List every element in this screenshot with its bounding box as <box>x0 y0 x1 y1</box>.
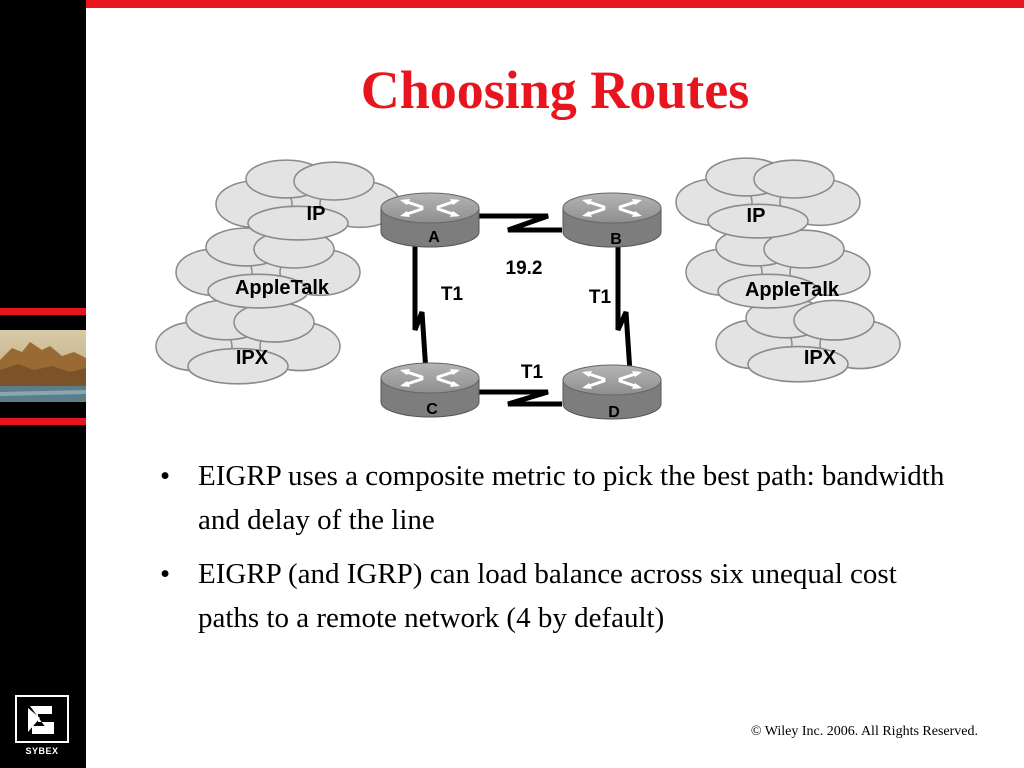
bullet-text: EIGRP uses a composite metric to pick th… <box>198 460 945 536</box>
cloud-ipx-left <box>155 299 341 385</box>
cloud-label-appletalk-right: AppleTalk <box>745 279 840 301</box>
bullet-text: EIGRP (and IGRP) can load balance across… <box>198 558 897 634</box>
network-diagram: IP AppleTalk IPX IP AppleTalk IPX 19.2 T… <box>155 157 901 421</box>
bullet-symbol: • <box>160 460 171 492</box>
left-sidebar-strip: SYBEX <box>0 0 86 768</box>
router-b: B <box>561 191 663 249</box>
router-label-c: C <box>426 401 438 418</box>
bullet-item: • EIGRP uses a composite metric to pick … <box>160 454 960 542</box>
link-a-c <box>412 246 429 373</box>
router-c: C <box>379 361 481 419</box>
link-a-b <box>478 213 562 233</box>
logo-text: SYBEX <box>25 746 59 756</box>
router-label-a: A <box>428 229 440 246</box>
copyright-notice: © Wiley Inc. 2006. All Rights Reserved. <box>750 724 978 739</box>
bullet-symbol: • <box>160 558 171 590</box>
link-label-b-d: T1 <box>589 287 612 308</box>
cloud-label-appletalk-left: AppleTalk <box>235 277 330 299</box>
red-band-upper <box>0 308 86 315</box>
router-a: A <box>379 191 481 249</box>
cloud-label-ipx-left: IPX <box>236 347 269 369</box>
link-b-d <box>615 246 633 373</box>
link-c-d <box>478 389 562 407</box>
bullet-item: • EIGRP (and IGRP) can load balance acro… <box>160 552 960 640</box>
bullet-list: • EIGRP uses a composite metric to pick … <box>160 454 960 650</box>
cloud-ip-right <box>675 157 861 239</box>
sidebar-photo <box>0 330 86 402</box>
link-label-a-b: 19.2 <box>506 258 543 279</box>
link-label-a-c: T1 <box>441 284 464 305</box>
router-label-b: B <box>610 231 622 248</box>
top-accent-bar <box>0 0 1024 8</box>
red-band-lower <box>0 418 86 425</box>
sybex-logo: SYBEX <box>14 694 70 762</box>
slide-title: Choosing Routes <box>360 60 750 120</box>
link-label-c-d: T1 <box>521 362 544 383</box>
cloud-label-ip-right: IP <box>747 205 766 227</box>
cloud-label-ipx-right: IPX <box>804 347 837 369</box>
router-label-d: D <box>608 404 620 421</box>
cloud-label-ip-left: IP <box>307 203 326 225</box>
cloud-ipx-right <box>715 297 901 383</box>
router-d: D <box>561 363 663 421</box>
